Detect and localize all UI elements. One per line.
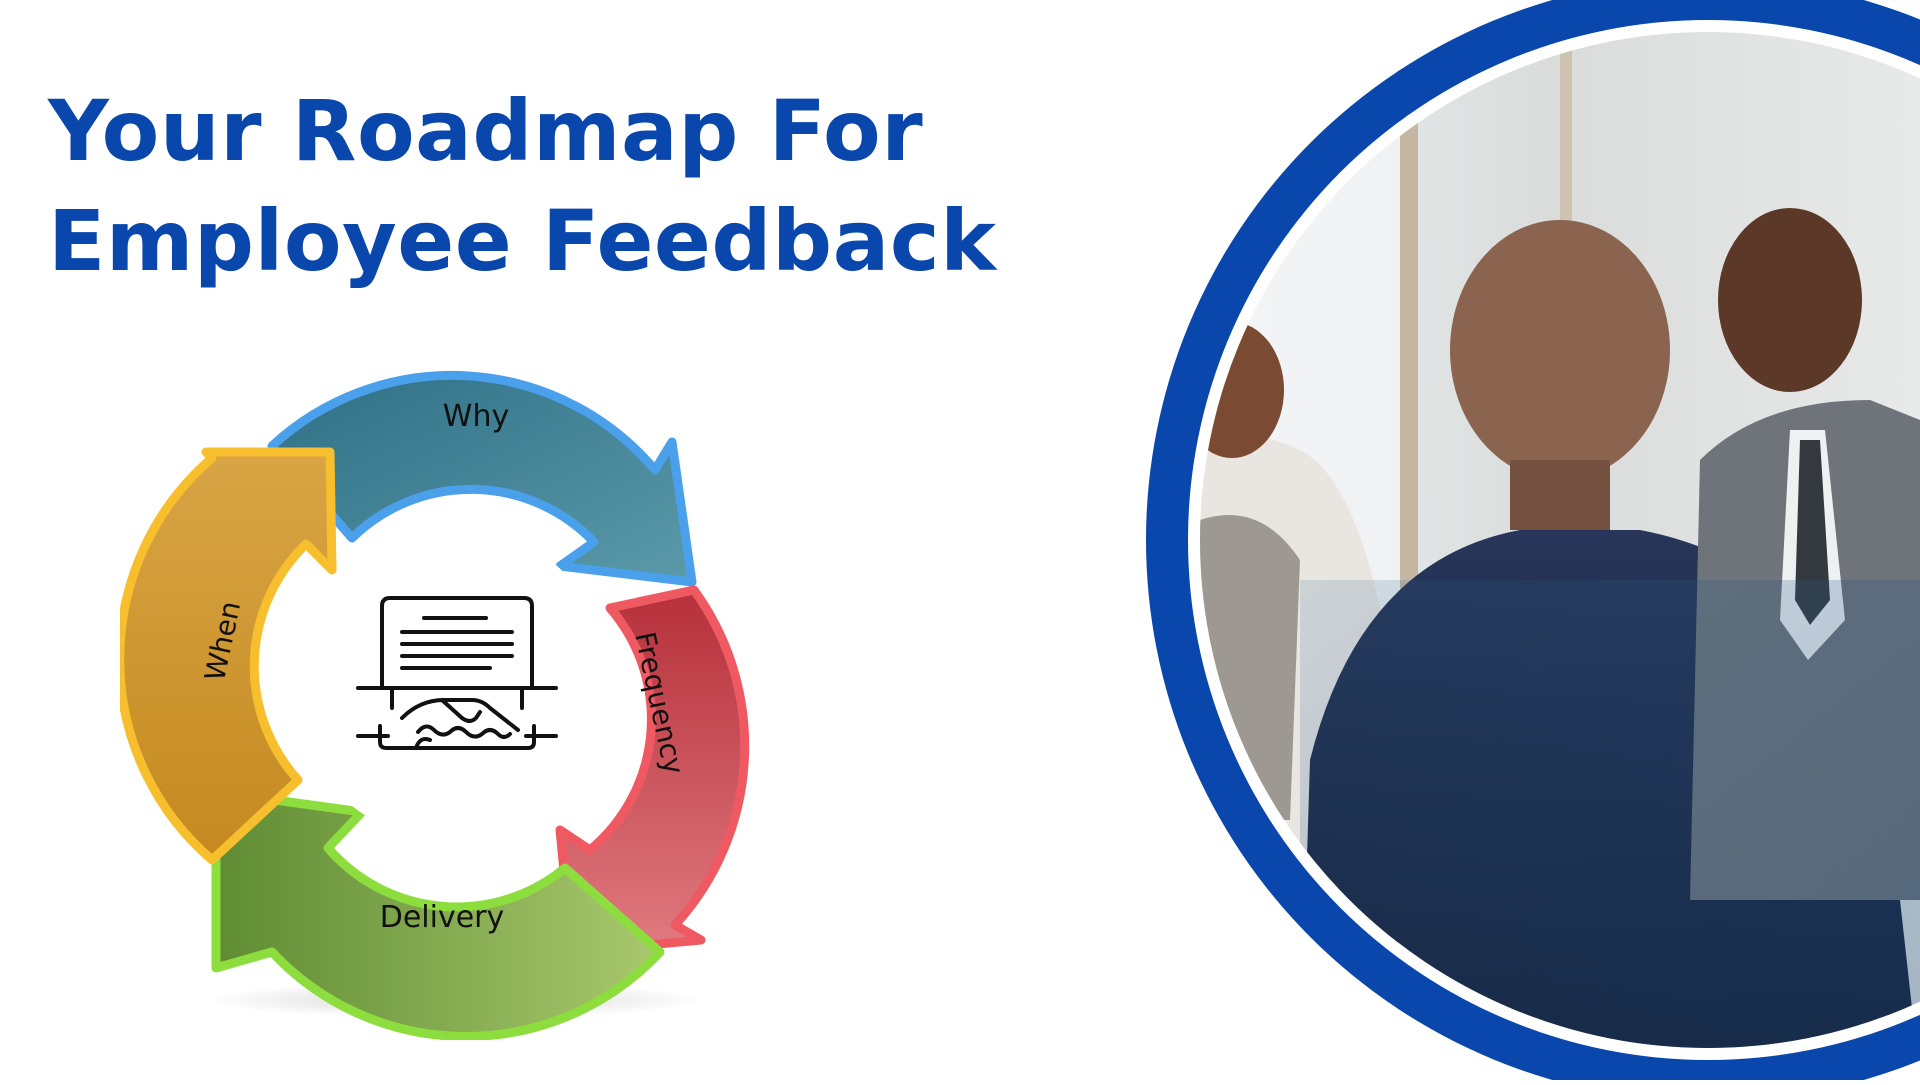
label-delivery: Delivery — [380, 900, 505, 935]
title-line-2: Employee Feedback — [48, 192, 997, 290]
cycle-arrow-why — [267, 370, 697, 587]
center-disc — [292, 524, 608, 840]
photo-content — [1200, 32, 1920, 1048]
label-why: Why — [443, 399, 509, 434]
feedback-cycle-diagram: Why Frequency Delivery When — [120, 360, 800, 1040]
page-title: Your Roadmap For Employee Feedback — [48, 76, 997, 296]
title-line-1: Your Roadmap For — [48, 82, 924, 180]
cycle-arrow-delivery — [211, 787, 665, 1040]
cycle-arrow-when — [120, 447, 337, 865]
cycle-svg: Why Frequency Delivery When — [120, 370, 750, 1040]
document-handshake-icon — [356, 596, 558, 750]
